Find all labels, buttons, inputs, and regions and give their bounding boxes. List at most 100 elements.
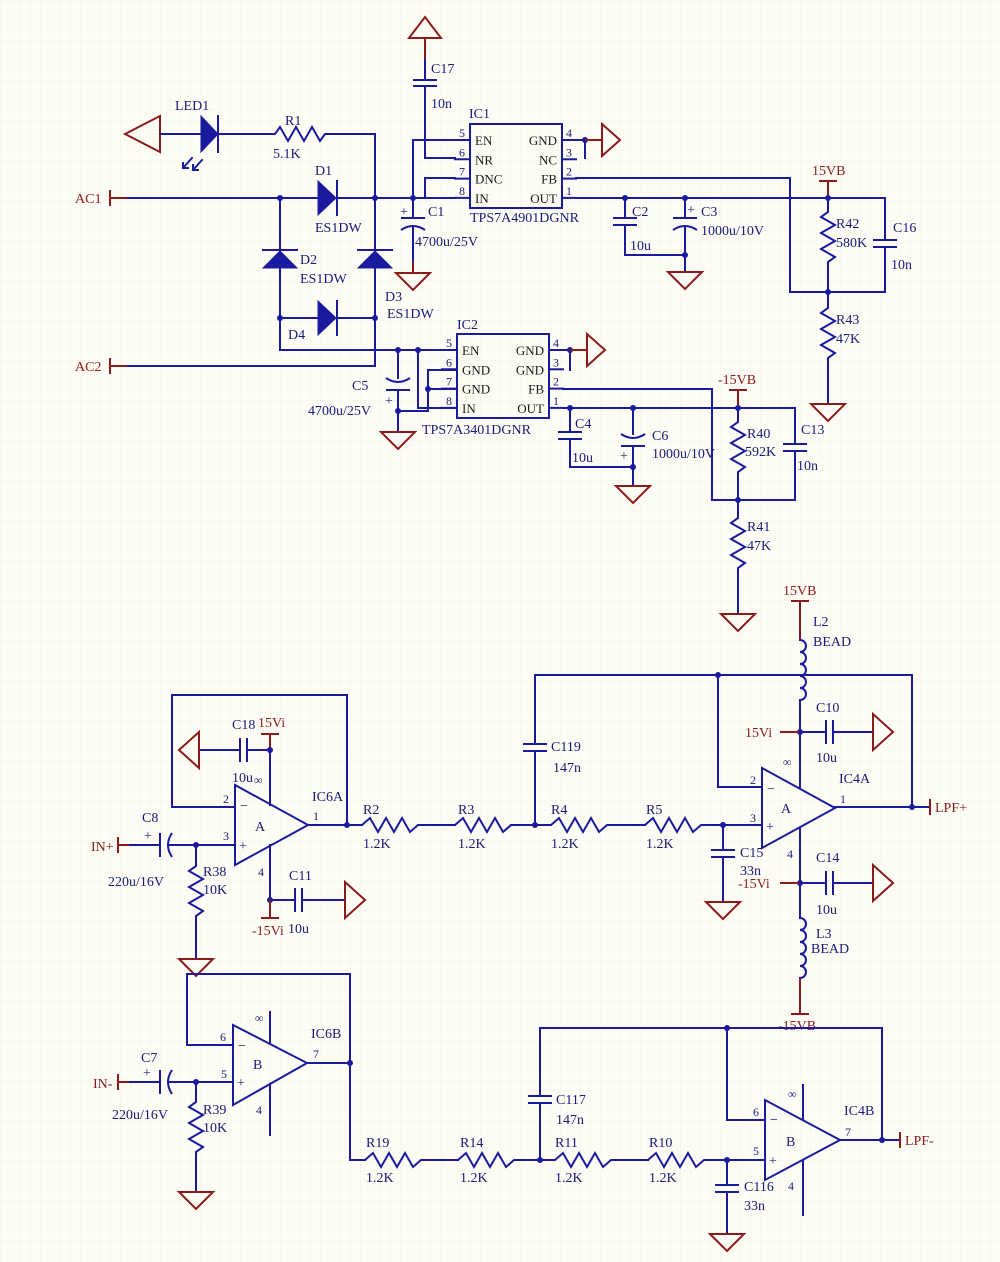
ic1-pin-3: 3 <box>566 145 572 159</box>
r43-resistor: R43 47K <box>818 291 860 403</box>
c18-value: 10u <box>232 771 253 786</box>
ic2-pin-7: 7 <box>446 375 452 389</box>
r14-value: 1.2K <box>460 1171 488 1186</box>
ic1-pin-name-out: OUT <box>530 191 557 206</box>
ic1-pin-name-nr: NR <box>475 152 493 167</box>
ic4b-pin6: 6 <box>753 1105 759 1119</box>
ac1-port: AC1 <box>75 190 128 207</box>
r3-resistor: R3 1.2K <box>453 803 536 852</box>
ic2-pin-3: 3 <box>553 355 559 369</box>
ic2-pin-name-en: EN <box>462 343 480 358</box>
c3-ref: C3 <box>701 205 717 220</box>
c2-capacitor: C2 10u <box>613 197 651 256</box>
c5-capacitor: + C5 4700u/25V <box>308 349 411 431</box>
ic6a-ref: IC6A <box>312 790 344 805</box>
l2-ref: L2 <box>813 615 829 630</box>
ac2-label: AC2 <box>75 360 101 375</box>
r14-ref: R14 <box>460 1136 483 1151</box>
d3-ref: D3 <box>385 290 402 305</box>
c16-value: 10n <box>891 258 912 273</box>
c116-value: 33n <box>744 1199 765 1214</box>
c3-value: 1000u/10V <box>701 224 764 239</box>
c1-capacitor: + C1 4700u/25V <box>400 139 478 263</box>
c7-ref: C7 <box>141 1051 157 1066</box>
r11-resistor: R11 1.2K <box>539 1136 649 1186</box>
svg-text:+: + <box>143 1066 151 1081</box>
lpf-neg-port: LPF- <box>899 1132 934 1149</box>
c10-capacitor: C10 10u <box>799 701 874 766</box>
lpf-neg-label: LPF- <box>905 1134 934 1149</box>
ground-symbol <box>872 711 895 753</box>
r5-ref: R5 <box>646 803 662 818</box>
r11-value: 1.2K <box>555 1171 583 1186</box>
ic2-pin-name-gnd: GND <box>516 362 544 377</box>
svg-text:+: + <box>620 449 628 464</box>
c10-value: 10u <box>816 751 837 766</box>
svg-text:∞: ∞ <box>254 773 263 787</box>
ic2-pin-1: 1 <box>553 394 559 408</box>
ic6b-pin4: 4 <box>256 1103 262 1117</box>
d1-ref: D1 <box>315 164 332 179</box>
r1-ref: R1 <box>285 114 301 129</box>
r19-value: 1.2K <box>366 1171 394 1186</box>
n15vb-label-top: -15VB <box>718 373 756 388</box>
svg-text:+: + <box>687 203 695 218</box>
ic2-part: TPS7A3401DGNR <box>422 423 532 438</box>
r42-resistor: R42 580K <box>818 197 867 293</box>
c119-capacitor: C119 147n <box>523 674 581 826</box>
ic1-pin-4: 4 <box>566 126 572 140</box>
c4-capacitor: C4 10u <box>558 407 593 468</box>
r11-ref: R11 <box>555 1136 578 1151</box>
c1-ref: C1 <box>428 205 444 220</box>
ic1-pin-name-dnc: DNC <box>475 172 502 187</box>
power-15vb-filter: 15VB <box>783 584 816 640</box>
r41-ref: R41 <box>747 520 770 535</box>
ic4a-opamp: A − + IC4A ∞ 2 3 1 4 <box>750 755 871 861</box>
c13-capacitor: C13 10n <box>783 407 824 501</box>
c6-capacitor: + C6 1000u/10V <box>620 407 715 485</box>
ic2-pin-name-gnd: GND <box>462 362 490 377</box>
svg-text:−: − <box>238 1039 246 1054</box>
ic6b-pin7: 7 <box>313 1047 319 1061</box>
l3-bead: L3 BEAD <box>798 882 849 980</box>
ic6a-unit: A <box>255 820 266 835</box>
svg-text:∞: ∞ <box>788 1087 797 1101</box>
c16-capacitor: C16 10n <box>873 197 916 293</box>
c17-value: 10n <box>431 97 452 112</box>
d2-value: ES1DW <box>300 272 347 287</box>
in-pos-port: IN+ <box>91 837 130 855</box>
svg-text:+: + <box>385 394 393 409</box>
c16-ref: C16 <box>893 221 916 236</box>
r39-value: 10K <box>203 1121 227 1136</box>
r42-value: 580K <box>836 236 867 251</box>
ic2-pin-6: 6 <box>446 355 452 369</box>
p15vb-label: 15VB <box>812 164 845 179</box>
ic1-pin-name-en: EN <box>475 133 493 148</box>
ic1-pin-6: 6 <box>459 145 465 159</box>
c2-value: 10u <box>630 239 651 254</box>
ic2-pin-name-gnd: GND <box>462 382 490 397</box>
c7-value: 220u/16V <box>112 1108 168 1123</box>
r43-value: 47K <box>836 332 860 347</box>
r5-value: 1.2K <box>646 837 674 852</box>
c3-capacitor: + C3 1000u/10V <box>672 197 764 273</box>
c5-ref: C5 <box>352 379 368 394</box>
ic4a-unit: A <box>781 802 792 817</box>
c10-ref: C10 <box>816 701 839 716</box>
r42-ref: R42 <box>836 217 859 232</box>
ic4b-ref: IC4B <box>844 1104 874 1119</box>
c1-value: 4700u/25V <box>415 235 478 250</box>
lpf-pos-port: LPF+ <box>929 799 967 816</box>
svg-text:+: + <box>766 820 774 835</box>
ic2-ref: IC2 <box>457 318 478 333</box>
ground-symbol <box>177 729 200 771</box>
ic2-pin-name-in: IN <box>462 401 476 416</box>
c7-capacitor: + C7 220u/16V <box>112 1051 234 1123</box>
ic6a-opamp: A − + IC6A 2 3 1 4 <box>223 783 344 879</box>
ic6b-opamp: B − + IC6B ∞ 6 5 7 4 8 <box>220 1011 341 1117</box>
ic2-pin-5: 5 <box>446 336 452 350</box>
r3-ref: R3 <box>458 803 474 818</box>
